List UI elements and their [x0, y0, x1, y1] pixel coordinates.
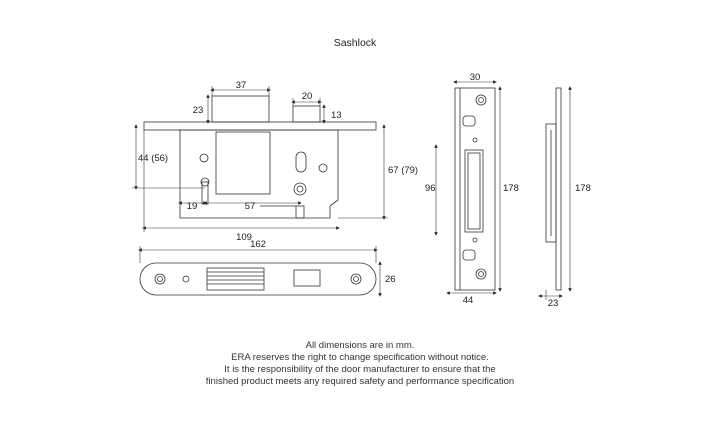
keep-screw-bottom: [475, 268, 487, 280]
keep-slot-top: [462, 115, 476, 127]
dim-bolt-width: 37: [236, 80, 247, 91]
deadbolt: [211, 95, 270, 123]
forend-dimension-lines: [138, 246, 382, 297]
dim-keep-slot-height: 96: [425, 183, 436, 194]
forend-screw-hole-left: [154, 273, 166, 285]
dim-case-total-height: 67 (79): [388, 165, 418, 176]
side-box: [545, 123, 557, 243]
keep-side-view: [545, 87, 562, 291]
body-dimension-lines: [132, 86, 388, 232]
spindle-hole-inner: [296, 185, 304, 193]
forend-plan-view: [139, 262, 377, 296]
note-line-3: It is the responsibility of the door man…: [224, 364, 496, 375]
note-line-1: All dimensions are in mm.: [305, 340, 415, 351]
fixing-hole-right: [318, 163, 328, 173]
note-line-4: finished product meets any required safe…: [205, 376, 515, 387]
dim-case-height: 44 (56): [138, 153, 168, 164]
keep-slot-bottom: [462, 249, 476, 261]
side-plate: [555, 87, 562, 291]
forend-screw-hole-right: [350, 273, 362, 285]
note-line-2: ERA reserves the right to change specifi…: [231, 352, 489, 363]
lock-body-view: [143, 95, 377, 219]
dim-keep-height: 178: [503, 183, 519, 194]
dim-latch-projection: 13: [331, 110, 342, 121]
keep-outline: [454, 87, 496, 291]
dim-keep-bottom-width: 44: [463, 295, 474, 306]
keep-dimension-lines: [434, 80, 502, 295]
side-dimension-lines: [538, 86, 572, 300]
dim-side-depth: 23: [548, 298, 559, 309]
forend-latch-aperture: [293, 269, 321, 287]
latch: [292, 105, 321, 123]
dim-forend-length: 162: [250, 239, 266, 250]
dim-forend-width: 26: [385, 274, 396, 285]
diagram-title: Sashlock: [334, 37, 377, 49]
case-inner-box: [215, 131, 271, 195]
keep-pin-top: [472, 137, 478, 143]
dim-side-height: 178: [575, 183, 591, 194]
keep-pin-bottom: [472, 237, 478, 243]
dim-keep-width: 30: [470, 72, 481, 83]
spindle-hole: [293, 182, 307, 196]
case-tab: [295, 205, 305, 219]
keep-front-view: [454, 87, 496, 291]
dim-hole-spacing: 57: [245, 201, 256, 212]
dim-hole-offset: 19: [187, 201, 198, 212]
keep-screw-top: [475, 94, 487, 106]
dim-bolt-projection: 23: [193, 105, 204, 116]
keep-bolt-aperture: [464, 149, 484, 233]
forend-plate: [143, 121, 377, 131]
dim-case-depth: 109: [236, 232, 252, 243]
keyhole-top: [200, 177, 210, 187]
forend-bolt-aperture: [206, 267, 265, 291]
lock-case: [178, 129, 339, 219]
forend-cylinder-hole: [182, 275, 190, 283]
dim-latch-width: 20: [302, 91, 313, 102]
forend-screw-hole-right-inner: [353, 276, 359, 282]
follower-slot: [295, 151, 307, 173]
fixing-hole-left: [199, 153, 209, 163]
forend-outline: [139, 262, 377, 296]
forend-screw-hole-left-inner: [157, 276, 163, 282]
